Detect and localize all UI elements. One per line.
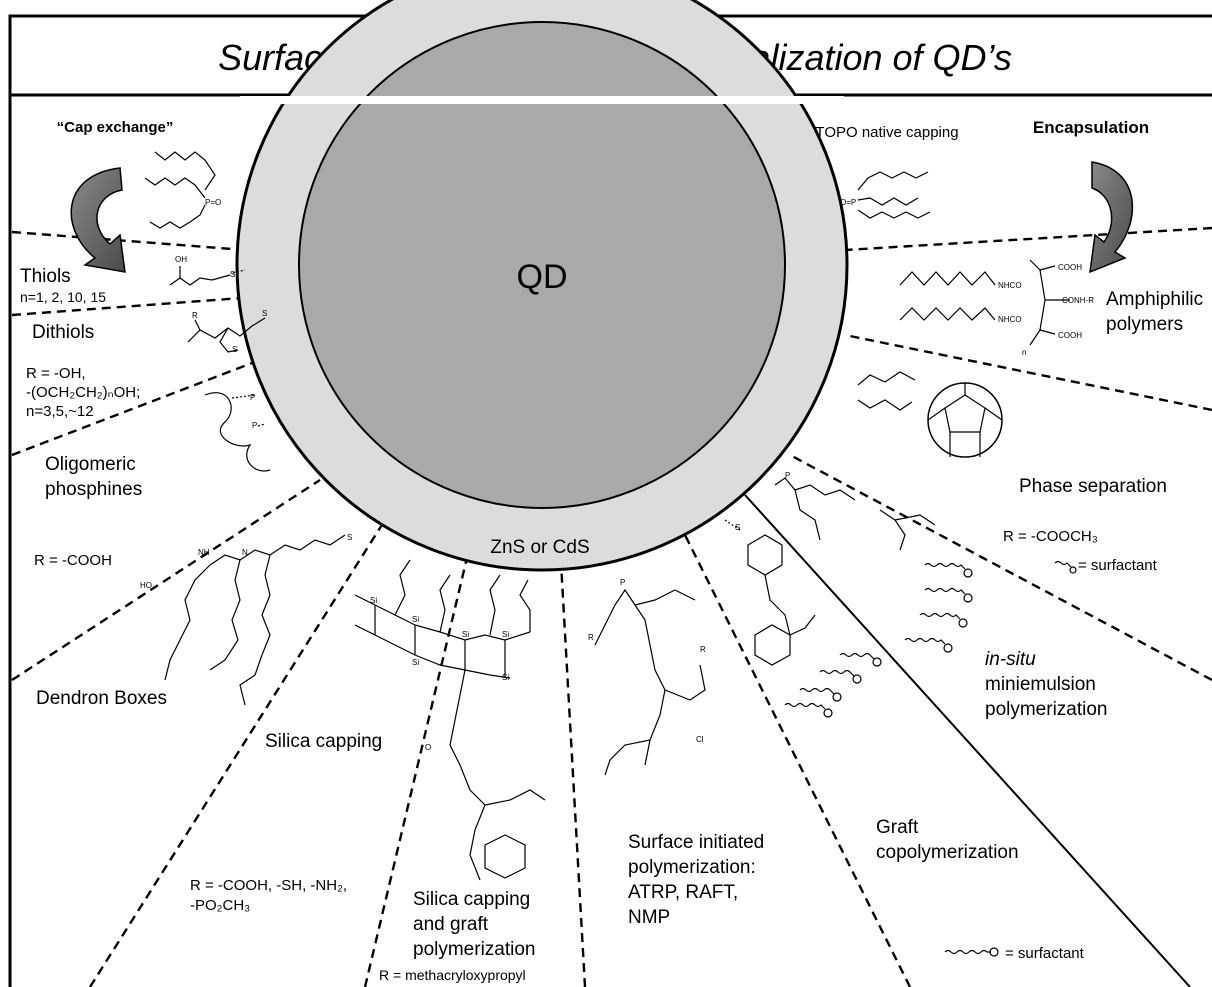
silica-r1-label: R = -COOH, -SH, -NH₂, bbox=[190, 877, 347, 894]
dendron-boxes-label: Dendron Boxes bbox=[36, 688, 167, 709]
qd-core-label: QD bbox=[517, 258, 568, 296]
si-cl-label: Cl bbox=[696, 735, 704, 744]
oligomeric-label-2: phosphines bbox=[45, 479, 142, 500]
amphiphilic-label-1: Amphiphilic bbox=[1106, 289, 1203, 310]
phase-separation-structure bbox=[857, 371, 1003, 458]
surface-initiated-label-2: polymerization: bbox=[628, 857, 756, 878]
silica-graft-label-3: polymerization bbox=[413, 939, 536, 960]
silica-graft-r-label: R = methacryloxypropyl bbox=[379, 967, 526, 983]
dendron-structure bbox=[164, 534, 346, 706]
thiol-s-label: S bbox=[230, 270, 235, 279]
insitu-label-2: miniemulsion bbox=[985, 674, 1096, 695]
phosphine-p1-label: P bbox=[250, 393, 255, 402]
thiols-n-label: n=1, 2, 10, 15 bbox=[20, 289, 106, 305]
dithiols-r1-label: R = -OH, bbox=[26, 365, 86, 382]
oligomeric-label-1: Oligomeric bbox=[45, 454, 136, 475]
dendron-ho-label: HO bbox=[140, 581, 152, 590]
miniemulsion-r-label: R = -COOCH₃ bbox=[1003, 528, 1098, 545]
encapsulation-heading: Encapsulation bbox=[1033, 118, 1149, 137]
phosphine-p2-label: P bbox=[252, 421, 257, 430]
amph-nhco1-label: NHCO bbox=[998, 281, 1022, 290]
si-p-label: P bbox=[620, 578, 625, 587]
dendron-r-label: R = -COOH bbox=[34, 552, 112, 569]
topo-structure-right bbox=[857, 171, 931, 219]
dithiol-r-label: R bbox=[192, 311, 198, 320]
graft-s-label: S bbox=[735, 523, 740, 532]
insitu-label-3: polymerization bbox=[985, 699, 1108, 720]
silica-graft-structure bbox=[449, 669, 546, 881]
dithiols-r2-label: -(OCH₂CH₂)ₙOH; bbox=[26, 384, 140, 401]
si-label-2: Si bbox=[412, 615, 419, 624]
si-label-5: Si bbox=[412, 658, 419, 667]
sector-dividers bbox=[11, 226, 1212, 987]
surface-initiated-structure bbox=[594, 588, 706, 776]
miniemulsion-structure bbox=[774, 477, 936, 551]
graft-copolymerization-label-2: copolymerization bbox=[876, 842, 1019, 863]
oligomeric-phosphine-structure bbox=[204, 392, 271, 472]
topo-structure-left bbox=[144, 151, 216, 229]
si-label-1: Si bbox=[370, 596, 377, 605]
surface-initiated-label-1: Surface initiated bbox=[628, 832, 764, 853]
amphiphilic-label-2: polymers bbox=[1106, 314, 1183, 335]
amph-cooh2-label: COOH bbox=[1058, 331, 1082, 340]
surface-initiated-label-4: NMP bbox=[628, 907, 670, 928]
amphiphilic-structure bbox=[899, 259, 1070, 346]
graft-o-label: O bbox=[425, 743, 431, 752]
surfactant-structures bbox=[784, 560, 1077, 957]
si-r1-label: R bbox=[588, 633, 594, 642]
si-label-6: Si bbox=[502, 673, 509, 682]
amph-conhr-label: CONH-R bbox=[1062, 296, 1094, 305]
encapsulation-arrow-icon bbox=[1089, 161, 1134, 274]
cap-exchange-arrow-icon bbox=[70, 167, 126, 273]
mini-p-label: P bbox=[785, 471, 790, 480]
dithiol-structure bbox=[187, 317, 266, 353]
thiols-label: Thiols bbox=[20, 266, 71, 287]
dithiols-r3-label: n=3,5,~12 bbox=[26, 403, 94, 420]
dendron-nh-label: NH bbox=[198, 548, 210, 557]
dendron-n-label: N bbox=[242, 548, 248, 557]
graft-copolymerization-label-1: Graft bbox=[876, 817, 919, 838]
qd-shell-label: ZnS or CdS bbox=[490, 537, 589, 558]
amph-nhco2-label: NHCO bbox=[998, 315, 1022, 324]
dithiol-s2-label: S bbox=[232, 345, 237, 354]
silica-r2-label: -PO₂CH₃ bbox=[190, 897, 250, 914]
dendron-s-label: S bbox=[347, 533, 352, 542]
topo-label: TOPO native capping bbox=[815, 124, 958, 141]
surfactant-legend-label: = surfactant bbox=[1005, 945, 1085, 962]
silica-capping-label: Silica capping bbox=[265, 731, 382, 752]
quantum-dot bbox=[235, 0, 849, 572]
phase-separation-label: Phase separation bbox=[1019, 476, 1167, 497]
si-r2-label: R bbox=[700, 645, 706, 654]
dithiols-label: Dithiols bbox=[32, 322, 94, 343]
dithiol-s1-label: S bbox=[262, 309, 267, 318]
o-p-label: O=P bbox=[840, 198, 856, 207]
graft-copolymer-structure bbox=[724, 519, 816, 666]
si-label-4: Si bbox=[502, 630, 509, 639]
silica-graft-label-2: and graft bbox=[413, 914, 489, 935]
insitu-label-1: in-situ bbox=[985, 649, 1036, 670]
silica-network-structure bbox=[354, 559, 531, 679]
silica-graft-label-1: Silica capping bbox=[413, 889, 530, 910]
amph-n-label: n bbox=[1022, 348, 1026, 357]
surface-initiated-label-3: ATRP, RAFT, bbox=[628, 882, 738, 903]
thiol-structure bbox=[169, 266, 246, 286]
p-o-label: P=O bbox=[205, 198, 221, 207]
cap-exchange-heading: “Cap exchange” bbox=[57, 119, 174, 136]
miniemulsion-surfactant-label: = surfactant bbox=[1078, 557, 1158, 574]
si-label-3: Si bbox=[462, 630, 469, 639]
qd-core bbox=[298, 21, 786, 509]
thiol-oh-label: OH bbox=[175, 255, 187, 264]
amph-cooh1-label: COOH bbox=[1058, 263, 1082, 272]
